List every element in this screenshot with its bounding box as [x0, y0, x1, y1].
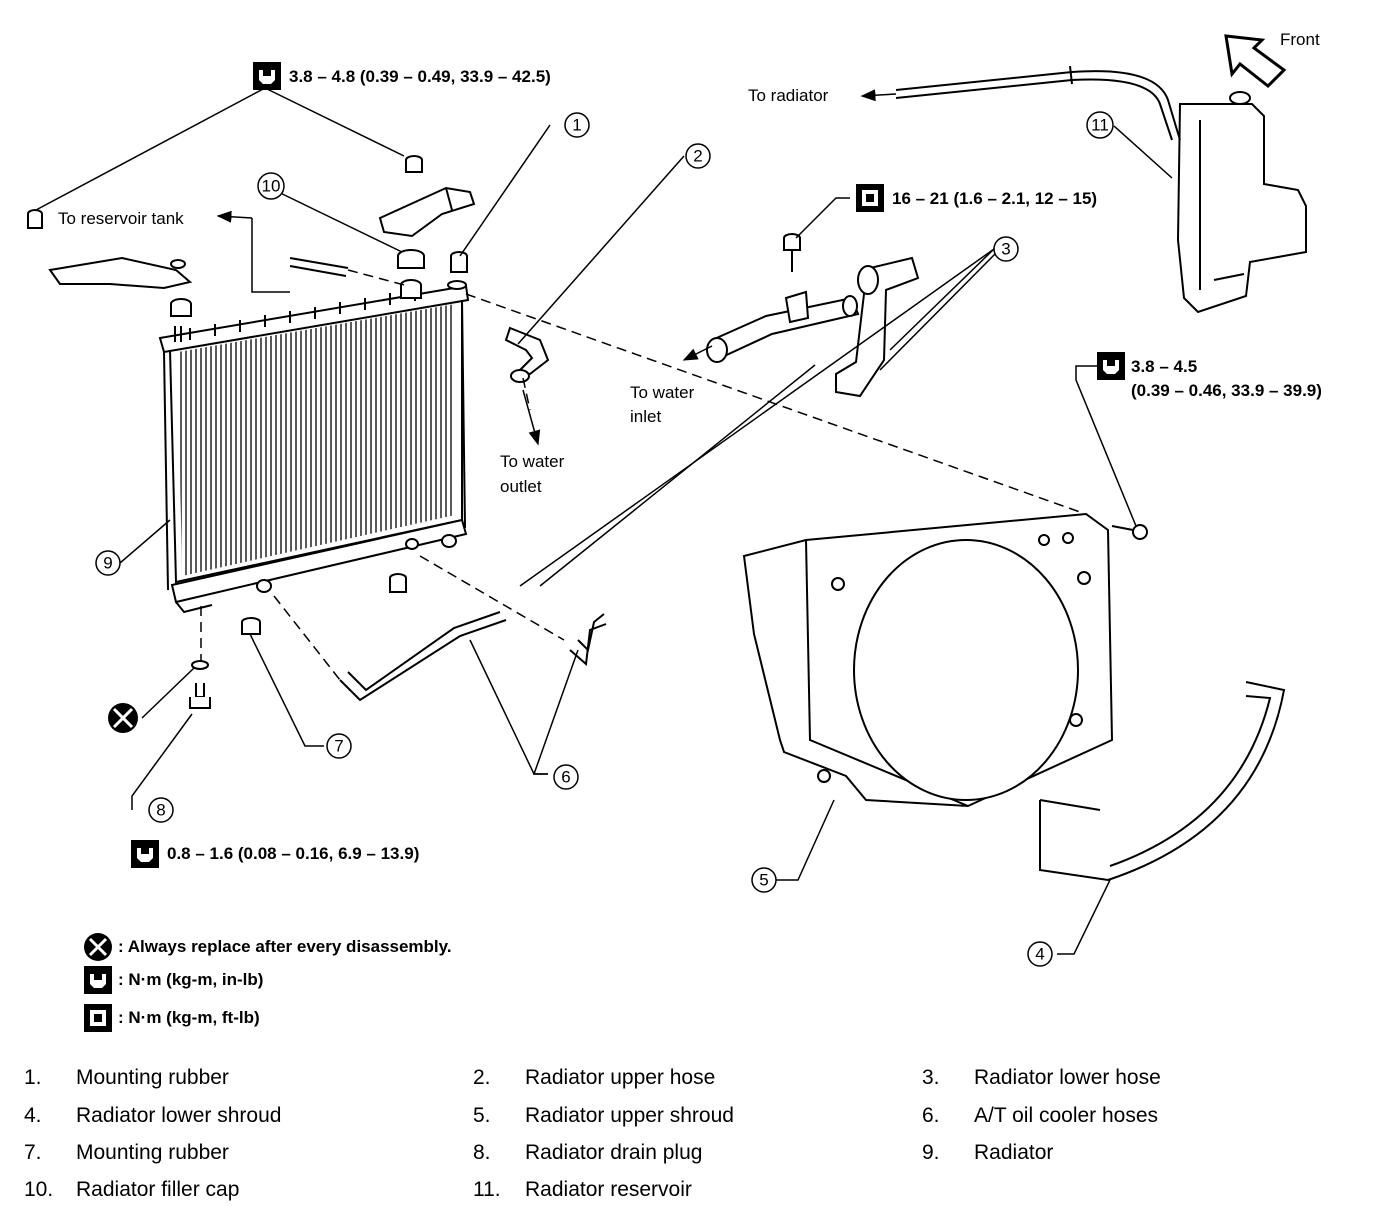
svg-text:7: 7: [334, 737, 343, 756]
to-water-inlet-label: To water: [630, 383, 695, 402]
svg-text:8: 8: [156, 801, 165, 820]
to-water-inlet-label: inlet: [630, 407, 661, 426]
to-radiator-arrow: [860, 89, 897, 102]
upper-mounting-bracket-left: [27, 209, 193, 290]
drain-plug-washer: [191, 660, 209, 670]
front-arrow-icon: [1224, 34, 1287, 89]
torque-value: 3.8 – 4.5: [1131, 357, 1197, 376]
radiator-upper-hose: [504, 326, 550, 383]
water-inlet-pipe: [706, 233, 860, 363]
alignment-lines: [200, 269, 1081, 681]
legend-nm-ftlb-text: : N·m (kg-m, ft-lb): [118, 1008, 260, 1027]
radiator-lower-hose: [835, 256, 920, 398]
torque-inlb-icon: [84, 966, 112, 994]
leader-lines: [35, 87, 1173, 955]
callout-6: 6: [553, 764, 579, 790]
svg-text:9: 9: [103, 554, 112, 573]
to-water-inlet-arrow: [682, 345, 713, 361]
torque-value: 0.8 – 1.6 (0.08 – 0.16, 6.9 – 13.9): [167, 844, 419, 863]
callout-9: 9: [95, 550, 121, 576]
svg-text:5: 5: [759, 871, 768, 890]
at-oil-cooler-hoses: [339, 611, 607, 702]
torque-ftlb-icon: [84, 1004, 112, 1032]
to-water-outlet-arrow: [522, 389, 541, 446]
torque-inlb-icon: [1097, 352, 1125, 380]
svg-text:10: 10: [262, 177, 281, 196]
flow-arrows: [216, 89, 897, 446]
to-water-outlet-label: outlet: [500, 477, 542, 496]
shroud-bolt: [1111, 524, 1148, 540]
to-water-outlet-label: To water: [500, 452, 565, 471]
to-reservoir-arrow: [216, 210, 253, 223]
radiator-filler-cap: [397, 249, 425, 299]
upper-mounting-bracket-right: [378, 155, 476, 238]
legend-replace: : Always replace after every disassembly…: [82, 932, 452, 962]
mounting-rubber-upper-right: [447, 251, 468, 290]
callout-8: 8: [148, 797, 174, 823]
radiator-lower-shroud: [1039, 681, 1286, 882]
legend-nm-ftlb: : N·m (kg-m, ft-lb): [82, 1003, 260, 1033]
callout-10: 10: [257, 172, 285, 200]
svg-text:3: 3: [1001, 240, 1010, 259]
lower-fittings: [189, 534, 457, 709]
legend-nm-inlb-text: : N·m (kg-m, in-lb): [118, 970, 264, 989]
torque-inlb-icon: [131, 840, 159, 868]
callout-4: 4: [1027, 941, 1053, 967]
replace-symbol-icon: [108, 703, 138, 733]
callout-7: 7: [326, 733, 352, 759]
callout-1: 1: [564, 112, 590, 138]
callout-5: 5: [751, 867, 777, 893]
torque-ftlb-icon: [856, 184, 884, 212]
mounting-rubber-upper-left: [170, 298, 192, 342]
svg-text:11: 11: [1091, 116, 1109, 135]
svg-text:4: 4: [1035, 945, 1044, 964]
to-radiator-label: To radiator: [748, 86, 829, 105]
overflow-tube: [289, 257, 349, 277]
callout-3: 3: [993, 236, 1019, 262]
torque-value: 16 – 21 (1.6 – 2.1, 12 – 15): [892, 189, 1097, 208]
front-label: Front: [1280, 30, 1320, 49]
legend-nm-inlb: : N·m (kg-m, in-lb): [82, 965, 263, 995]
replace-symbol-icon: [84, 933, 112, 961]
drain-plug: [195, 683, 205, 698]
legend-replace-text: : Always replace after every disassembly…: [118, 937, 452, 956]
callout-11: 11: [1086, 111, 1114, 139]
to-reservoir-tank-label: To reservoir tank: [58, 209, 184, 228]
radiator-reservoir: [1176, 91, 1307, 314]
svg-text:6: 6: [561, 768, 570, 787]
radiator-upper-shroud: [742, 512, 1114, 808]
torque-inlb-icon: [253, 62, 281, 90]
svg-text:1: 1: [572, 116, 581, 135]
radiator: [158, 284, 470, 614]
torque-value: 3.8 – 4.8 (0.39 – 0.49, 33.9 – 42.5): [289, 67, 551, 86]
svg-text:2: 2: [693, 147, 702, 166]
reservoir-hose: [895, 65, 1181, 141]
callout-2: 2: [685, 143, 711, 169]
torque-value: (0.39 – 0.46, 33.9 – 39.9): [1131, 381, 1322, 400]
